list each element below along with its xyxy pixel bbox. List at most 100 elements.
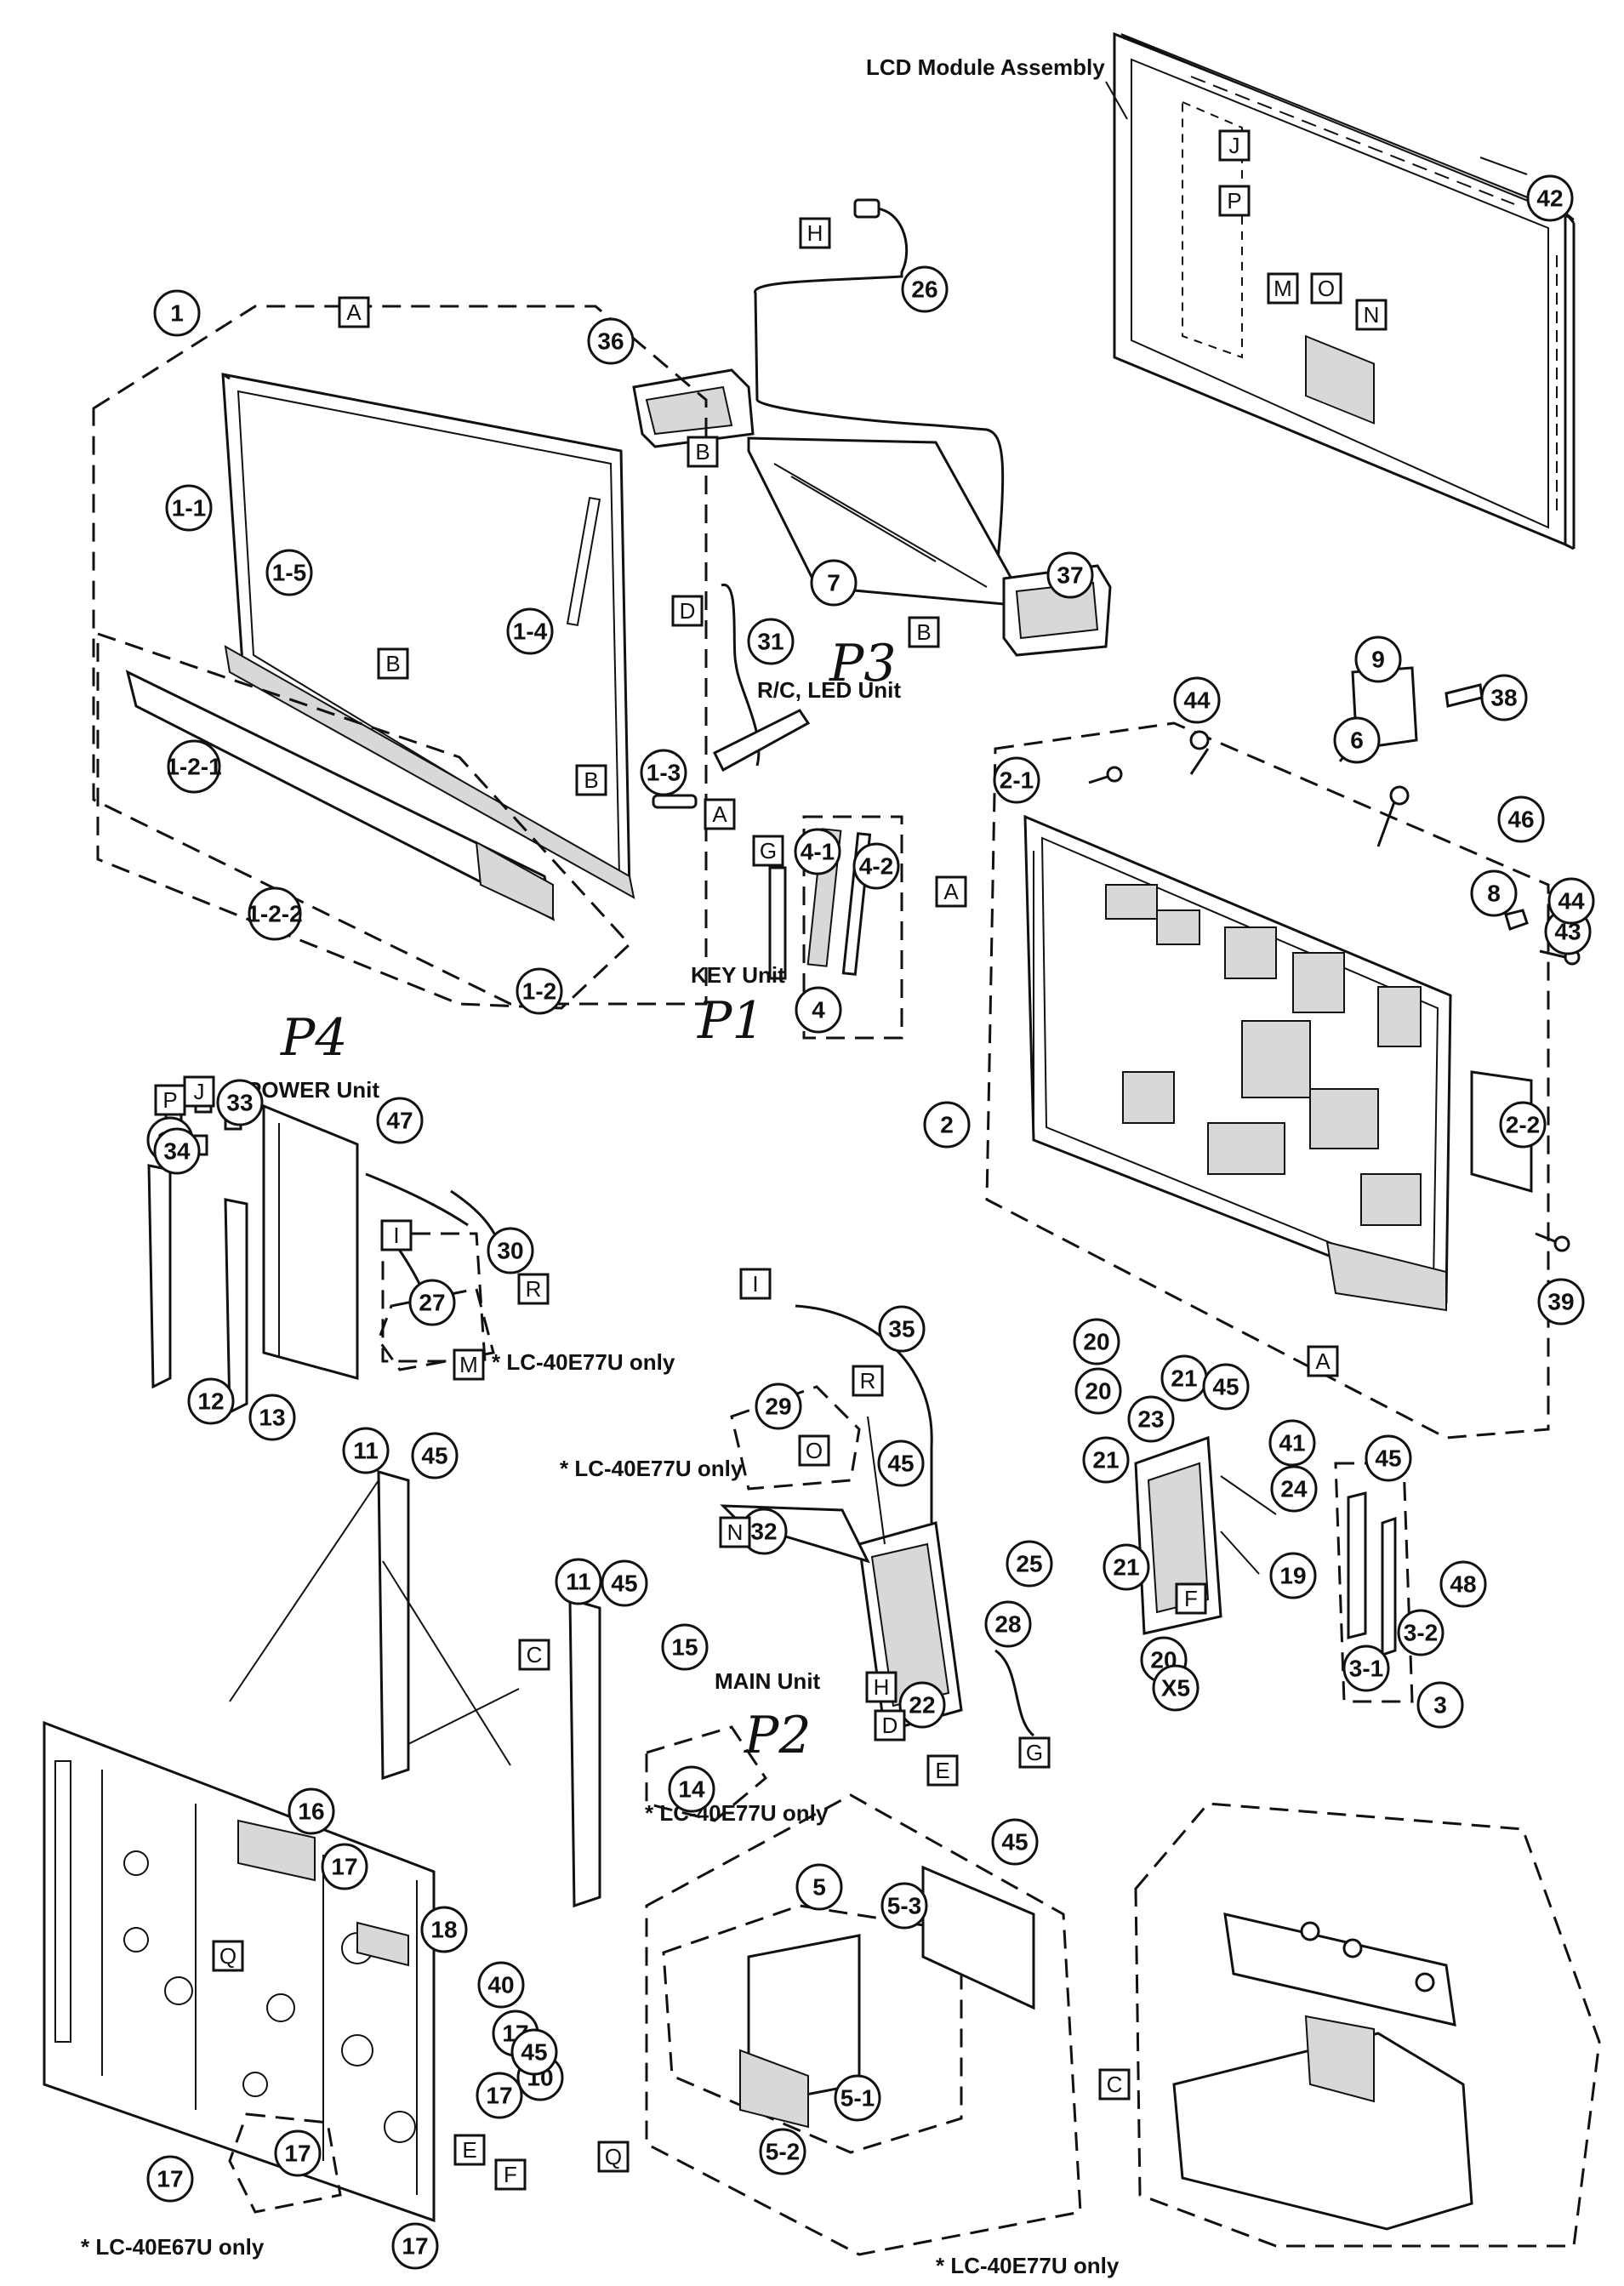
callout-label: 45	[521, 2039, 547, 2066]
connector-label: J	[194, 1079, 205, 1104]
callout-c18: 18	[420, 1906, 468, 1953]
connector-label: A	[712, 801, 727, 827]
callout-c45e: 45	[1365, 1434, 1412, 1482]
callout-c31: 31	[747, 618, 795, 665]
callout-c26: 26	[901, 265, 949, 313]
callout-c1-2: 1-2	[516, 967, 563, 1015]
connector-label: O	[1318, 276, 1335, 301]
callout-label: 37	[1057, 562, 1083, 589]
rc-led-unit-label: R/C, LED Unit	[757, 677, 901, 703]
callout-c39: 39	[1537, 1278, 1585, 1325]
brackets-11	[229, 1470, 601, 1908]
callout-c3-1: 3-1	[1342, 1645, 1390, 1692]
connector-a2: A	[704, 798, 736, 830]
callout-label: 4-1	[801, 839, 835, 865]
callout-c45a: 45	[411, 1432, 459, 1479]
callout-label: 44	[1183, 687, 1211, 714]
connector-label: B	[916, 619, 931, 645]
connector-p2: P	[154, 1084, 186, 1116]
callout-label: 30	[497, 1238, 523, 1264]
connector-label: A	[1315, 1348, 1331, 1374]
callout-label: 32	[750, 1519, 777, 1545]
callout-c45g: 45	[991, 1818, 1039, 1866]
callout-c2-2: 2-2	[1499, 1101, 1547, 1149]
connector-f1: F	[1175, 1582, 1207, 1615]
callout-label: 4	[812, 997, 825, 1023]
connector-label: Q	[219, 1943, 236, 1969]
callout-c45b: 45	[601, 1559, 648, 1607]
callout-label: 23	[1137, 1406, 1164, 1433]
callout-c11b: 11	[555, 1558, 602, 1605]
callout-label: 45	[611, 1571, 637, 1597]
connector-n2: N	[719, 1516, 751, 1548]
note-lc40e77u-main: * LC-40E77U only	[560, 1456, 744, 1481]
power-unit-label: POWER Unit	[247, 1077, 379, 1103]
connector-label: H	[874, 1674, 890, 1700]
lcd-module-assembly	[1113, 31, 1576, 550]
callout-c16: 16	[288, 1787, 335, 1835]
callout-label: 1-1	[172, 495, 206, 522]
callout-label: 5-3	[887, 1893, 921, 1919]
callout-c1-3: 1-3	[640, 749, 687, 796]
connector-label: J	[1229, 133, 1240, 158]
callout-label: 31	[757, 629, 784, 655]
callout-c2-1: 2-1	[993, 756, 1040, 804]
connector-label: G	[760, 838, 777, 864]
connector-label: R	[526, 1276, 542, 1302]
connector-label: M	[459, 1352, 478, 1377]
callout-c45f: 45	[510, 2028, 558, 2076]
connector-g2: G	[1018, 1736, 1051, 1769]
connector-b1: B	[377, 647, 409, 680]
callout-c22: 22	[898, 1681, 946, 1729]
callout-label: 21	[1171, 1365, 1197, 1392]
connector-label: M	[1274, 276, 1292, 301]
callout-label: 7	[827, 570, 840, 596]
callout-label: 27	[419, 1290, 445, 1316]
connector-r2: R	[852, 1365, 884, 1397]
callout-label: 38	[1490, 685, 1517, 711]
screws-rear	[1088, 730, 1581, 1252]
callout-label: 17	[157, 2166, 183, 2192]
callout-c20b: 20	[1074, 1367, 1122, 1415]
connector-c2: C	[1098, 2068, 1131, 2101]
connector-j2: J	[183, 1075, 215, 1108]
callout-label: 5	[812, 1874, 826, 1901]
callout-label: 2	[940, 1112, 954, 1138]
connector-label: C	[1107, 2072, 1123, 2097]
callout-c17c: 17	[476, 2072, 523, 2119]
connector-h1: H	[799, 217, 831, 249]
callout-label: 17	[486, 2083, 512, 2109]
callout-c37: 37	[1046, 551, 1094, 599]
callout-c17f: 17	[391, 2222, 439, 2270]
callout-c17d: 17	[146, 2155, 194, 2203]
connector-e1: E	[926, 1754, 959, 1787]
callout-c34: 34	[153, 1127, 201, 1175]
connector-b3: B	[687, 436, 719, 468]
callout-label: 26	[911, 276, 937, 303]
callout-label: 21	[1113, 1554, 1139, 1581]
connector-b2: B	[575, 764, 607, 796]
callout-c9: 9	[1354, 636, 1402, 683]
callout-c3-2: 3-2	[1397, 1609, 1445, 1656]
connector-label: B	[695, 439, 709, 465]
callout-layer: 11-11-21-2-11-2-21-31-41-522-12-233-13-2…	[146, 174, 1595, 2270]
callout-label: 42	[1536, 185, 1563, 212]
connector-label: F	[504, 2162, 517, 2187]
callout-label: 4-2	[859, 853, 893, 880]
connector-label: P	[1227, 188, 1241, 214]
connector-label: N	[1364, 302, 1380, 328]
callout-c15: 15	[661, 1623, 709, 1671]
callout-c17e: 17	[274, 2129, 322, 2177]
connector-label: E	[462, 2137, 476, 2163]
callout-label: 48	[1450, 1571, 1476, 1598]
connector-d1: D	[671, 595, 704, 627]
callout-label: 17	[331, 1854, 357, 1880]
callout-c1-5: 1-5	[265, 549, 313, 596]
callout-label: 1-5	[272, 560, 306, 586]
callout-c27: 27	[408, 1279, 456, 1326]
callout-c46: 46	[1497, 795, 1545, 843]
connector-p1: P	[1218, 185, 1251, 217]
connector-label: Q	[605, 2144, 622, 2169]
connector-i1: I	[380, 1219, 413, 1251]
lcd-module-leader	[1105, 81, 1128, 120]
